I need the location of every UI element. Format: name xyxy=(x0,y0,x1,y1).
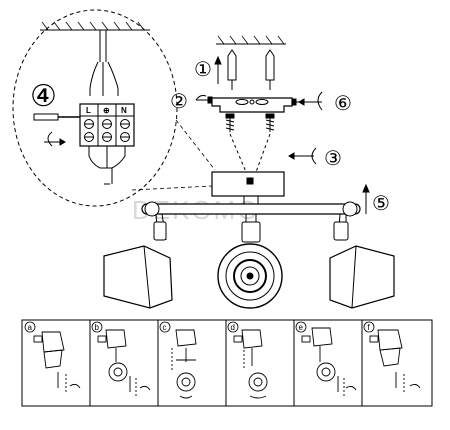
terminal-label-earth: ⊕ xyxy=(103,106,110,115)
step-3-label: ③ xyxy=(324,146,342,170)
panel-b-drawing xyxy=(97,329,151,396)
terminal-label-neutral: N xyxy=(121,106,127,115)
panel-d-label: d xyxy=(231,323,235,332)
panel-c-drawing xyxy=(171,329,197,399)
fixture-assembly xyxy=(103,171,395,309)
wiring-detail-bubble xyxy=(12,9,178,207)
ceiling-bracket-group xyxy=(195,35,323,173)
bulb-replacement-panels xyxy=(21,319,433,407)
panel-e-drawing xyxy=(301,327,357,396)
panel-letters: a b c d e f xyxy=(24,321,375,333)
step-1-label: ① xyxy=(194,57,212,81)
panel-c-label: c xyxy=(163,323,167,332)
callout-lines xyxy=(131,119,216,191)
panel-a-drawing xyxy=(33,331,81,392)
step-5-label: ⑤ xyxy=(372,191,390,215)
terminal-label-live: L xyxy=(86,106,91,115)
panel-d-drawing xyxy=(233,329,268,399)
step-2-label: ② xyxy=(170,89,188,113)
panel-f-drawing xyxy=(369,329,421,392)
panel-f-label: f xyxy=(368,323,371,332)
step-4-label: ④ xyxy=(30,79,57,114)
panel-a-label: a xyxy=(28,323,33,332)
panel-e-label: e xyxy=(299,323,304,332)
step-6-label: ⑥ xyxy=(334,91,352,115)
panel-b-label: b xyxy=(95,323,100,332)
